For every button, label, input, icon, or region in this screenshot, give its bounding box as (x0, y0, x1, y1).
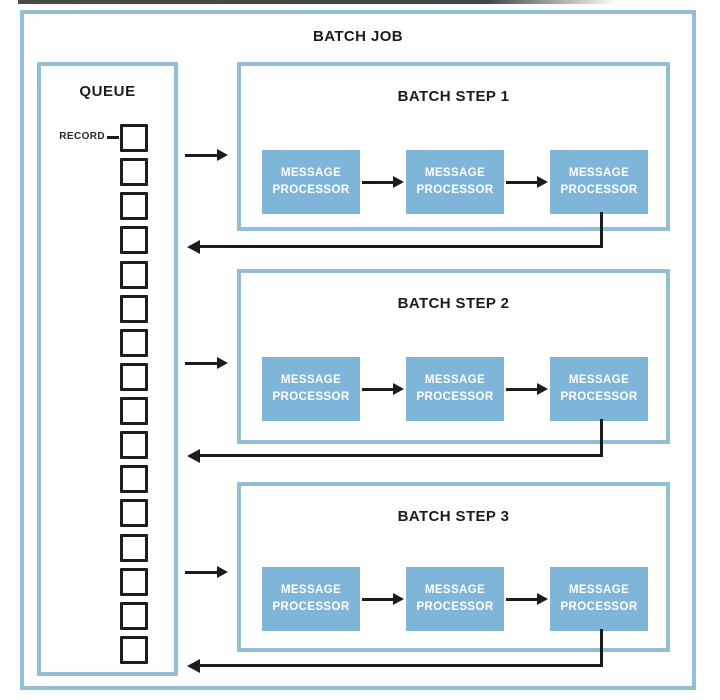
record-square (120, 635, 148, 664)
batch-step-2-processor-row: MESSAGE PROCESSOR MESSAGE PROCESSOR MESS… (262, 357, 648, 421)
message-processor-box: MESSAGE PROCESSOR (262, 567, 360, 631)
image-edge-artifact (18, 0, 618, 4)
record-square (120, 465, 148, 494)
message-processor-box: MESSAGE PROCESSOR (406, 150, 504, 214)
record-square (120, 499, 148, 528)
step-3-return-arrowhead (187, 658, 200, 673)
processor-flow-arrow (362, 383, 404, 395)
message-processor-box: MESSAGE PROCESSOR (550, 567, 648, 631)
batch-step-3-container: BATCH STEP 3 MESSAGE PROCESSOR MESSAGE P… (237, 482, 670, 652)
message-processor-box: MESSAGE PROCESSOR (550, 150, 648, 214)
batch-step-1-processor-row: MESSAGE PROCESSOR MESSAGE PROCESSOR MESS… (262, 150, 648, 214)
processor-flow-arrow (506, 593, 548, 605)
batch-step-3-processor-row: MESSAGE PROCESSOR MESSAGE PROCESSOR MESS… (262, 567, 648, 631)
record-square (120, 601, 148, 630)
record-square (120, 362, 148, 391)
batch-step-2-container: BATCH STEP 2 MESSAGE PROCESSOR MESSAGE P… (237, 269, 670, 444)
step-2-return-arrow-vertical (600, 419, 603, 457)
batch-job-title: BATCH JOB (313, 28, 403, 45)
record-square (120, 533, 148, 562)
step-1-return-arrow-vertical (600, 212, 603, 248)
message-processor-box: MESSAGE PROCESSOR (550, 357, 648, 421)
message-processor-box: MESSAGE PROCESSOR (262, 357, 360, 421)
message-processor-box: MESSAGE PROCESSOR (406, 567, 504, 631)
processor-flow-arrow (362, 593, 404, 605)
record-square (120, 124, 148, 152)
batch-step-3-title: BATCH STEP 3 (397, 508, 510, 525)
step-2-return-arrow-line (199, 454, 603, 457)
processor-flow-arrow (362, 176, 404, 188)
queue-title: QUEUE (79, 83, 136, 100)
record-square (120, 328, 148, 357)
record-pointer-line (107, 136, 119, 139)
record-square (120, 431, 148, 460)
batch-step-2-title: BATCH STEP 2 (397, 295, 510, 312)
processor-flow-arrow (506, 176, 548, 188)
processor-flow-arrow (506, 383, 548, 395)
record-square (120, 226, 148, 255)
step-3-return-arrow-line (199, 664, 603, 667)
record-square (120, 158, 148, 187)
batch-step-1-container: BATCH STEP 1 MESSAGE PROCESSOR MESSAGE P… (237, 62, 670, 231)
step-1-return-arrowhead (187, 239, 200, 254)
queue-container (37, 62, 178, 676)
record-list (120, 124, 148, 664)
record-square (120, 397, 148, 425)
record-square (120, 192, 148, 221)
queue-to-step-2-arrow (185, 357, 228, 369)
message-processor-box: MESSAGE PROCESSOR (262, 150, 360, 214)
record-label: RECORD (59, 131, 105, 142)
step-1-return-arrow-line (199, 245, 603, 248)
batch-step-1-title: BATCH STEP 1 (397, 88, 510, 105)
queue-to-step-1-arrow (185, 149, 228, 161)
step-3-return-arrow-vertical (600, 629, 603, 667)
queue-to-step-3-arrow (185, 566, 228, 578)
step-2-return-arrowhead (187, 448, 200, 463)
record-square (120, 260, 148, 289)
message-processor-box: MESSAGE PROCESSOR (406, 357, 504, 421)
record-square (120, 567, 148, 596)
record-square (120, 294, 148, 323)
